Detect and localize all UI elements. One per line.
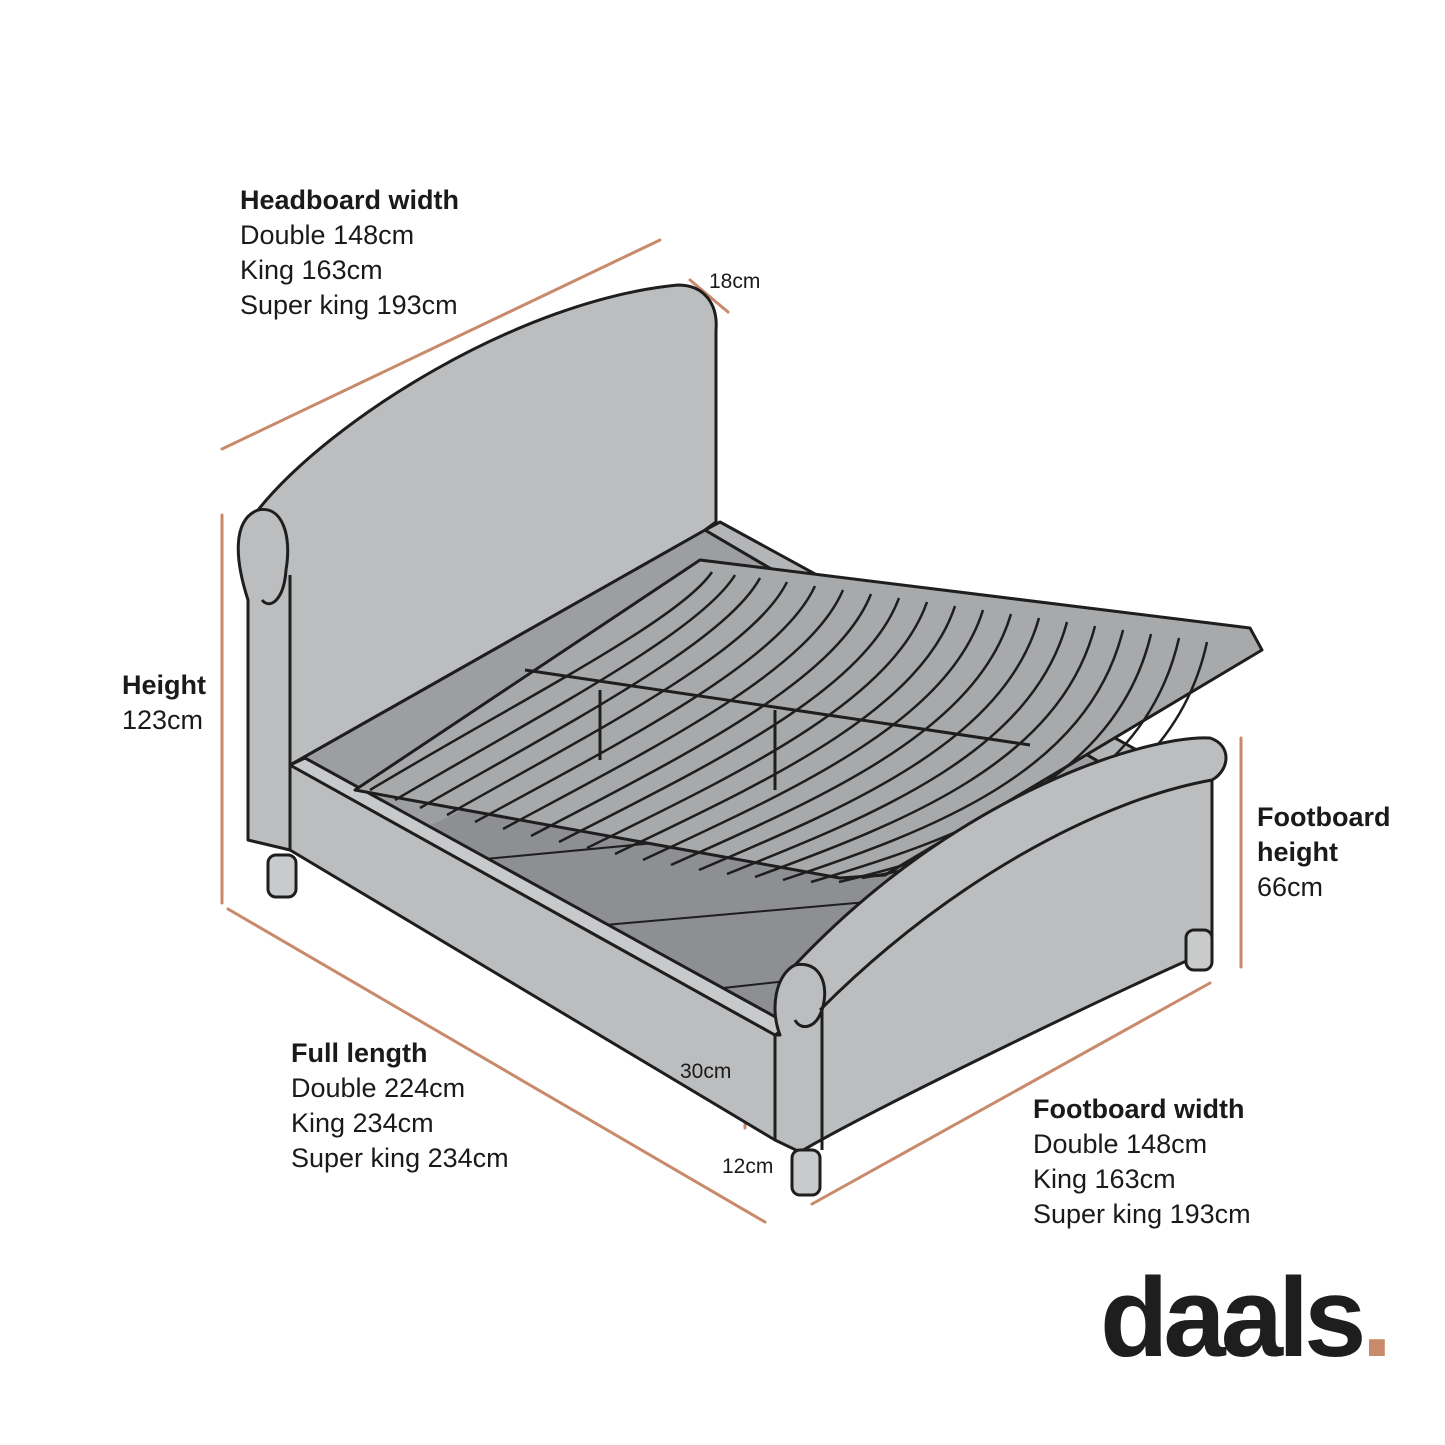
- footboard-width-heading: Footboard width: [1033, 1094, 1245, 1124]
- bed-leg: [790, 1148, 822, 1197]
- headboard-width-label: Headboard width Double 148cm King 163cm …: [240, 183, 459, 323]
- headboard: [236, 283, 718, 852]
- slat-support-rail: [524, 668, 1031, 747]
- storage-height-label: 30cm: [680, 1060, 732, 1083]
- full-length-superking: Super king 234cm: [291, 1143, 509, 1173]
- footboard: [773, 736, 1228, 1154]
- headboard-scroll: [257, 508, 290, 606]
- footboard-width-king: King 163cm: [1033, 1164, 1176, 1194]
- footboard-height-heading-1: Footboard: [1257, 802, 1391, 832]
- leg-height-label: 12cm: [722, 1155, 774, 1178]
- footboard-width-label: Footboard width Double 148cm King 163cm …: [1033, 1092, 1251, 1232]
- full-length-label: Full length Double 224cm King 234cm Supe…: [291, 1036, 509, 1176]
- full-length-dimension: [226, 907, 767, 1224]
- footboard-top-curve: [818, 778, 1213, 1012]
- footboard-width-dimension: [810, 981, 1212, 1206]
- headboard-width-dimension: [220, 238, 662, 451]
- footboard-width-double: Double 148cm: [1033, 1129, 1208, 1159]
- height-value: 123cm: [122, 705, 204, 735]
- bed-leg: [1184, 928, 1214, 972]
- full-length-heading: Full length: [291, 1038, 428, 1068]
- footboard-height-label: Footboard height 66cm: [1257, 800, 1390, 905]
- dimension-lines: [220, 238, 1243, 1224]
- bed-illustration: [236, 283, 1264, 1197]
- headboard-width-double: Double 148cm: [240, 220, 415, 250]
- bed-leg: [266, 853, 298, 899]
- headboard-depth-dimension: [688, 278, 730, 314]
- brand-logo: daals.: [1100, 1262, 1393, 1374]
- headboard-width-heading: Headboard width: [240, 185, 460, 215]
- headboard-depth-label: 18cm: [709, 270, 761, 293]
- footboard-height-value: 66cm: [1257, 872, 1324, 902]
- slatted-base-frame: [353, 558, 1264, 880]
- height-label: Height 123cm: [122, 668, 206, 738]
- height-heading: Height: [122, 670, 206, 700]
- storage-divider: [604, 899, 891, 926]
- footboard-height-heading-2: height: [1257, 837, 1338, 867]
- full-length-double: Double 224cm: [291, 1073, 466, 1103]
- brand-name: daals: [1100, 1255, 1366, 1380]
- full-length-king: King 234cm: [291, 1108, 434, 1138]
- brand-dot: .: [1361, 1255, 1392, 1380]
- headboard-width-superking: Super king 193cm: [240, 290, 458, 320]
- headboard-width-king: King 163cm: [240, 255, 383, 285]
- footboard-width-superking: Super king 193cm: [1033, 1199, 1251, 1229]
